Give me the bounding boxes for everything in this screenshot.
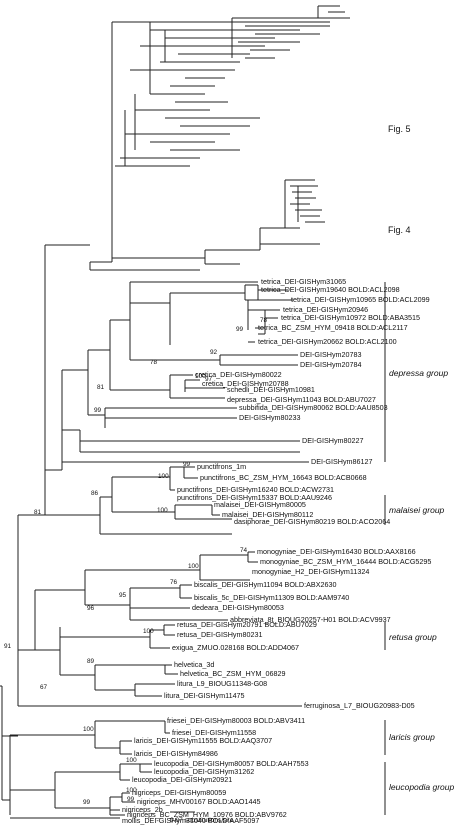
- taxon-label: punctifrons_DEI-GISHym15337 BOLD:AAU9246: [177, 493, 332, 502]
- bootstrap-value: 91: [4, 643, 12, 650]
- depressa-group-label: depressa group: [389, 368, 448, 378]
- bootstrap-value: 78: [150, 359, 158, 366]
- taxon-label: DEI-GISHym20783: [300, 350, 362, 359]
- bootstrap-value: 100: [126, 757, 137, 764]
- bootstrap-value: 99: [127, 796, 135, 803]
- taxon-label: dasiphorae_DEI-GISHym80219 BOLD:ACO2064: [234, 517, 390, 526]
- bootstrap-value: 81: [34, 509, 42, 516]
- taxon-label: nigriceps_2b: [122, 805, 163, 814]
- taxon-label: nigriceps_MHV00167 BOLD:AAO1445: [137, 797, 260, 806]
- scale-bar-label: 0.07 substitutions/site: [170, 817, 234, 824]
- fig5-label: Fig. 5: [388, 124, 411, 134]
- fig4-clade-branches: [89, 179, 325, 271]
- bootstrap-value: 100: [83, 726, 94, 733]
- laricis-group-label: laricis group: [389, 732, 435, 742]
- bootstrap-value: 92: [210, 349, 218, 356]
- taxon-label: tetrica_DEI-GISHym10972 BOLD:ABA3515: [281, 313, 420, 322]
- bootstrap-value: 99: [236, 326, 244, 333]
- bootstrap-value: 76: [170, 579, 178, 586]
- taxon-label: tetrica_DEI-GISHym10965 BOLD:ACL2099: [291, 295, 430, 304]
- taxon-label: friesei_DEI-GISHym80003 BOLD:ABV3411: [167, 716, 305, 725]
- bootstrap-value: 86: [91, 490, 99, 497]
- taxon-label: leucopodia_DEI-GISHym80057 BOLD:AAH7553: [154, 759, 309, 768]
- taxon-label: laricis_DEI-GISHym11555 BOLD:AAQ3707: [134, 736, 272, 745]
- bootstrap-value: 67: [40, 684, 48, 691]
- taxon-label: biscalis_5c_DEI-GISHym11309 BOLD:AAM9740: [194, 593, 349, 602]
- taxon-label: abbreviata_8t_BIOUG20257-H01 BOLD:ACV993…: [230, 615, 391, 624]
- taxon-label: retusa_DEI-GISHym80231: [177, 630, 263, 639]
- bootstrap-value: 100: [157, 507, 168, 514]
- taxon-label: exigua_ZMUO.028168 BOLD:ADD4067: [172, 643, 299, 652]
- retusa-group-label: retusa group: [389, 632, 437, 642]
- bootstrap-value: 74: [240, 547, 248, 554]
- taxon-label: tetrica_BC_ZSM_HYM_09418 BOLD:ACL2117: [258, 323, 408, 332]
- bootstrap-value: 89: [87, 658, 95, 665]
- taxon-label: schedli_DEI-GISHym10981: [227, 385, 315, 394]
- taxon-label: ferruginosa_L7_BIOUG20983-D05: [304, 701, 415, 710]
- taxon-label: monogyniae_BC_ZSM_HYM_16444 BOLD:ACG5295: [260, 557, 431, 566]
- taxon-label: dedeara_DEI-GISHym80053: [192, 603, 284, 612]
- bootstrap-value: 81: [97, 384, 105, 391]
- leucopodia-group-label: leucopodia group: [389, 782, 454, 792]
- bootstrap-value: 97: [205, 376, 213, 383]
- taxon-label: tetrica_DEI-GISHym19640 BOLD:ACL2098: [261, 285, 400, 294]
- bootstrap-value: 100: [143, 628, 154, 635]
- bootstrap-value: 78: [260, 317, 268, 324]
- taxon-label: helvetica_3d: [174, 660, 214, 669]
- taxon-label: biscalis_DEI-GISHym11094 BOLD:ABX2630: [194, 580, 336, 589]
- taxon-label: depressa_DEI-GISHym11043 BOLD:ABU7027: [227, 395, 376, 404]
- fig4-label: Fig. 4: [388, 225, 411, 235]
- taxon-label: punctifrons_DEI-GISHym16240 BOLD:ACW2731: [177, 485, 334, 494]
- taxon-label: punctifrons_1m: [197, 462, 246, 471]
- taxon-label: retusa_DEI-GISHym20791 BOLD:ABU7029: [177, 620, 317, 629]
- bootstrap-value: 95: [119, 592, 127, 599]
- taxon-label: litura_DEI-GISHym11475: [164, 691, 245, 700]
- taxon-label: tetrica_DEI-GISHym31065: [261, 277, 346, 286]
- taxon-label: monogyniae_H2_DEI-GISHym11324: [252, 567, 369, 576]
- taxon-label: DEI-GISHym86127: [311, 457, 373, 466]
- bootstrap-value: 100: [188, 563, 199, 570]
- bootstrap-value: 99: [183, 461, 191, 468]
- taxon-label: tetrica_DEI-GISHym20662 BOLD:ACL2100: [258, 337, 397, 346]
- taxon-label: leucopodia_DEI-GISHym31262: [154, 767, 254, 776]
- malaisei-group-label: malaisei group: [389, 505, 445, 515]
- taxon-label: DEI-GISHym80227: [302, 436, 364, 445]
- taxon-label: friesei_DEI-GISHym11558: [172, 728, 256, 737]
- lower-tree-branches: [0, 244, 309, 819]
- taxon-label: mollis_DEI-GISHym31040 BOLD:AAF5097: [122, 816, 259, 825]
- taxon-label: DEI-GISHym80233: [239, 413, 301, 422]
- taxon-label: cretica_DEI-GISHym20788: [202, 379, 289, 388]
- taxon-label: laricis_DEI-GISHym84986: [134, 749, 218, 758]
- taxon-label: malaisei_DEI-GISHym80112: [222, 510, 313, 519]
- taxon-label: tetrica_DEI-GISHym20946: [283, 305, 368, 314]
- bootstrap-value: 100: [126, 787, 137, 794]
- bootstrap-value: 100: [158, 473, 169, 480]
- taxon-label: helvetica_BC_ZSM_HYM_06829: [180, 669, 285, 678]
- taxon-label: cretica_DEI-GISHym80022: [195, 370, 282, 379]
- bootstrap-value: 99: [83, 799, 91, 806]
- bootstrap-value: 96: [87, 605, 95, 612]
- bootstrap-value: 100: [195, 373, 206, 380]
- taxon-label: malaisei_DEI-GISHym80005: [214, 500, 306, 509]
- bootstrap-value: 99: [94, 407, 102, 414]
- bootstrap-values: 78 99 92 78 100 97 81 99 99 100 86 100 8…: [4, 317, 268, 806]
- taxon-label: litura_L9_BIOUG11348-G08: [177, 679, 267, 688]
- taxon-labels: tetrica_DEI-GISHym31065 tetrica_DEI-GISH…: [122, 277, 431, 825]
- taxon-label: leucopodia_DEI-GISHym20921: [132, 775, 232, 784]
- taxon-label: nigriceps_DEI-GISHym80059: [132, 788, 226, 797]
- taxon-label: punctifrons_BC_ZSM_HYM_16643 BOLD:ACB066…: [200, 473, 367, 482]
- taxon-label: nigriceps_BC_ZSM_HYM_10976 BOLD:ABV9762: [127, 810, 287, 819]
- taxon-label: DEI-GISHym20784: [300, 360, 362, 369]
- taxon-label: subbifida_DEI-GISHym80062 BOLD:AAU8503: [239, 403, 388, 412]
- taxon-label: monogyniae_DEI-GISHym16430 BOLD:AAX8166: [257, 547, 416, 556]
- fig5-clade-branches: [111, 5, 350, 262]
